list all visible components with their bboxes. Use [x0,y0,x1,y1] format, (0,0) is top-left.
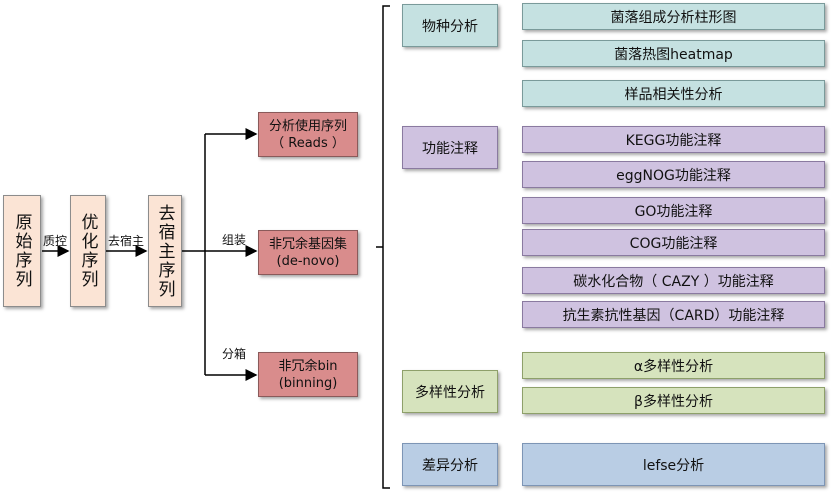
analysis-function-2: GO功能注释 [522,197,825,224]
optimized-sequence-label: 优化序列 [77,213,98,289]
dehosted-sequence-label: 去宿主序列 [154,203,175,299]
analysis-label: 抗生素抗性基因（CARD）功能注释 [562,307,785,324]
analysis-label: 菌落组成分析柱形图 [610,9,737,26]
analysis-label: lefse分析 [642,457,705,474]
category-diversity-label: 多样性分析 [415,384,485,401]
bin-title: 非冗余bin [278,358,338,374]
category-species-label: 物种分析 [422,18,478,35]
analysis-difference-0: lefse分析 [522,443,825,486]
analysis-species-1: 菌落热图heatmap [522,40,825,67]
binning-label: 分箱 [222,347,247,361]
analysis-label: 样品相关性分析 [624,86,723,103]
analysis-species-2: 样品相关性分析 [522,80,825,107]
qc-label: 质控 [43,234,68,248]
gene-set-subtitle: (de-novo) [276,253,340,269]
dehosted-sequence-box: 去宿主序列 [148,195,182,307]
analysis-diversity-1: β多样性分析 [522,387,825,414]
bin-subtitle: (binning) [278,375,338,391]
analysis-function-1: eggNOG功能注释 [522,161,825,188]
raw-sequence-box: 原始序列 [3,195,41,307]
analysis-function-4: 碳水化合物（ CAZY ）功能注释 [522,267,825,294]
optimized-sequence-box: 优化序列 [70,195,106,307]
analysis-label: 菌落热图heatmap [614,46,733,63]
analysis-diversity-0: α多样性分析 [522,352,825,379]
reads-box: 分析使用序列 （ Reads ） [258,112,358,157]
category-species: 物种分析 [402,4,498,47]
raw-sequence-label: 原始序列 [11,213,32,289]
category-diversity: 多样性分析 [402,370,498,413]
gene-set-title: 非冗余基因集 [268,236,347,252]
analysis-label: α多样性分析 [633,358,714,375]
dehost-label: 去宿主 [108,234,145,248]
category-function: 功能注释 [402,126,498,169]
analysis-function-5: 抗生素抗性基因（CARD）功能注释 [522,301,825,328]
analysis-function-0: KEGG功能注释 [522,126,825,153]
reads-subtitle: （ Reads ） [271,135,345,151]
category-difference: 差异分析 [402,443,498,486]
analysis-label: β多样性分析 [634,393,713,410]
analysis-label: COG功能注释 [629,235,718,252]
analysis-label: KEGG功能注释 [625,132,722,149]
analysis-species-0: 菌落组成分析柱形图 [522,3,825,30]
analysis-label: 碳水化合物（ CAZY ）功能注释 [573,273,774,290]
reads-title: 分析使用序列 [268,118,347,134]
analysis-label: eggNOG功能注释 [616,167,731,184]
bin-box: 非冗余bin (binning) [258,352,358,397]
big-bracket [376,5,390,489]
category-function-label: 功能注释 [422,140,478,157]
category-difference-label: 差异分析 [422,457,478,474]
assembly-label: 组装 [222,233,247,247]
gene-set-box: 非冗余基因集 (de-novo) [258,230,358,275]
analysis-function-3: COG功能注释 [522,229,825,256]
analysis-label: GO功能注释 [634,203,713,220]
